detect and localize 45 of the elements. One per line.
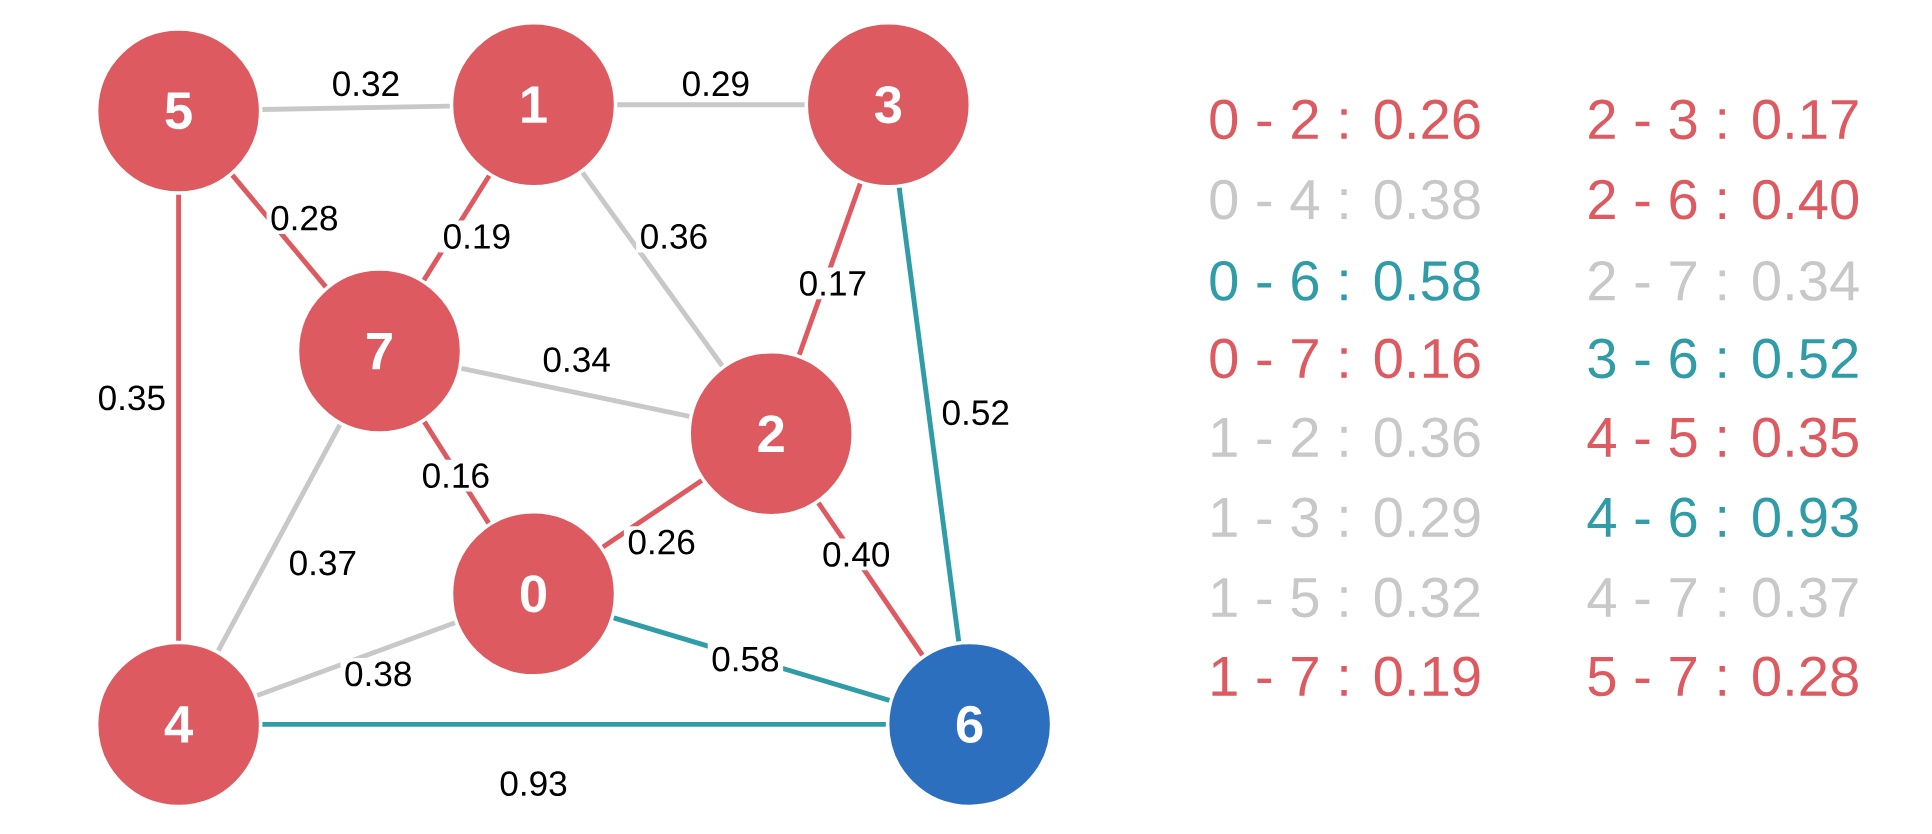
graph-node: 4 — [94, 640, 263, 809]
graph-edge — [617, 102, 805, 108]
edge-label: 0.52 — [938, 396, 1014, 429]
graph-edge — [580, 171, 725, 368]
edge-label: 0.58 — [707, 643, 784, 676]
graph-edge — [601, 478, 704, 550]
graph-edge — [256, 620, 456, 698]
edge-label: 0.26 — [623, 526, 700, 559]
edge-label: 0.38 — [340, 657, 416, 690]
edge-weight-entry: 2 - 6 : 0.40 — [1589, 179, 1859, 220]
edge-label: 0.34 — [538, 343, 615, 376]
graph-edge — [216, 423, 342, 652]
edge-label: 0.32 — [328, 67, 404, 100]
edge-weight-entry: 2 - 3 : 0.17 — [1589, 99, 1858, 140]
edge-label: 0.17 — [795, 267, 871, 300]
graph-edge — [262, 721, 886, 727]
edge-label: 0.40 — [818, 538, 894, 571]
edge-weight-entry: 0 - 6 : 0.58 — [1210, 261, 1480, 301]
edge-label: 0.29 — [678, 67, 754, 100]
graph-node: 7 — [295, 267, 464, 435]
graph-node: 0 — [449, 510, 618, 678]
edge-label: 0.36 — [636, 220, 712, 253]
graph-edge — [896, 187, 962, 642]
graph-edge — [176, 194, 182, 641]
graph-node: 3 — [804, 20, 973, 189]
edge-label: 0.28 — [266, 202, 342, 235]
graph-edge — [460, 365, 690, 419]
graph-edge — [230, 173, 328, 289]
edge-weight-entry: 0 - 2 : 0.26 — [1210, 99, 1480, 140]
edge-weight-entry: 4 - 5 : 0.35 — [1587, 417, 1858, 458]
edge-label: 0.35 — [94, 381, 170, 414]
edge-label: 0.19 — [439, 220, 515, 253]
edge-weight-entry: 0 - 7 : 0.16 — [1210, 338, 1480, 379]
edge-label: 0.37 — [285, 547, 361, 579]
edge-label: 0.93 — [495, 767, 572, 800]
edge-label: 0.16 — [418, 459, 494, 492]
graph-node: 1 — [449, 20, 618, 189]
edge-weight-entry: 4 - 6 : 0.93 — [1587, 497, 1858, 538]
graph-edge — [262, 103, 450, 112]
edge-weight-entry: 5 - 7 : 0.28 — [1588, 656, 1858, 697]
edge-weight-entry: 1 - 7 : 0.19 — [1212, 656, 1480, 697]
graph-node: 6 — [885, 640, 1054, 809]
graph-node: 2 — [687, 349, 855, 518]
graph-node: 5 — [94, 27, 263, 195]
edge-weight-entry: 3 - 6 : 0.52 — [1588, 338, 1858, 379]
